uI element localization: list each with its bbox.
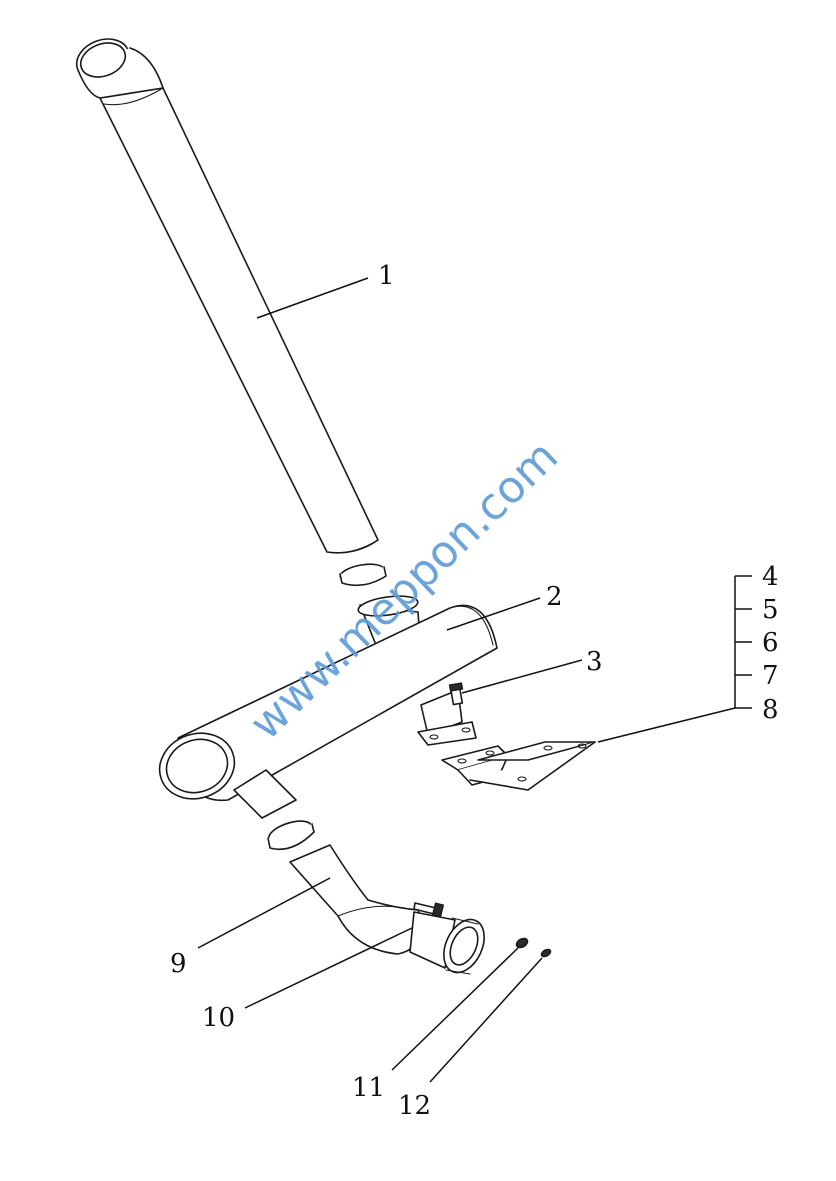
leader-1 [256, 277, 369, 319]
pipe-clamp-upper [339, 563, 387, 587]
leader-12 [429, 957, 543, 1083]
callout-11: 11 [352, 1073, 385, 1103]
leader-bracket [597, 707, 736, 743]
outlet-flange [443, 917, 485, 975]
callout-2: 2 [546, 582, 563, 612]
washer [540, 948, 552, 958]
mounting-bracket [441, 741, 596, 791]
leader-10 [244, 927, 413, 1009]
callout-9: 9 [170, 949, 187, 979]
mounting-bolt [448, 682, 464, 706]
muffler [158, 595, 498, 819]
muffler-flange [417, 721, 477, 746]
callout-8: 8 [762, 695, 779, 725]
watermark-text: www.meppon.com [240, 431, 568, 750]
callout-10: 10 [202, 1003, 235, 1033]
callout-12: 12 [398, 1091, 431, 1121]
callout-6: 6 [762, 628, 779, 658]
callout-1: 1 [378, 261, 395, 291]
callout-3: 3 [586, 647, 603, 677]
callout-4: 4 [762, 562, 779, 592]
callout-5: 5 [762, 595, 779, 625]
leader-lines [197, 277, 752, 1083]
tail-pipe [75, 38, 379, 554]
pipe-clamp-lower [267, 820, 315, 851]
leader-2 [446, 597, 541, 631]
leader-11 [391, 947, 519, 1071]
leader-3 [461, 659, 583, 694]
callout-7: 7 [762, 661, 779, 691]
nut [515, 937, 529, 949]
callout-labels: 1 2 3 4 5 6 7 8 9 10 11 12 [170, 261, 779, 1121]
elbow-bolt [413, 902, 445, 918]
leader-9 [197, 877, 331, 949]
